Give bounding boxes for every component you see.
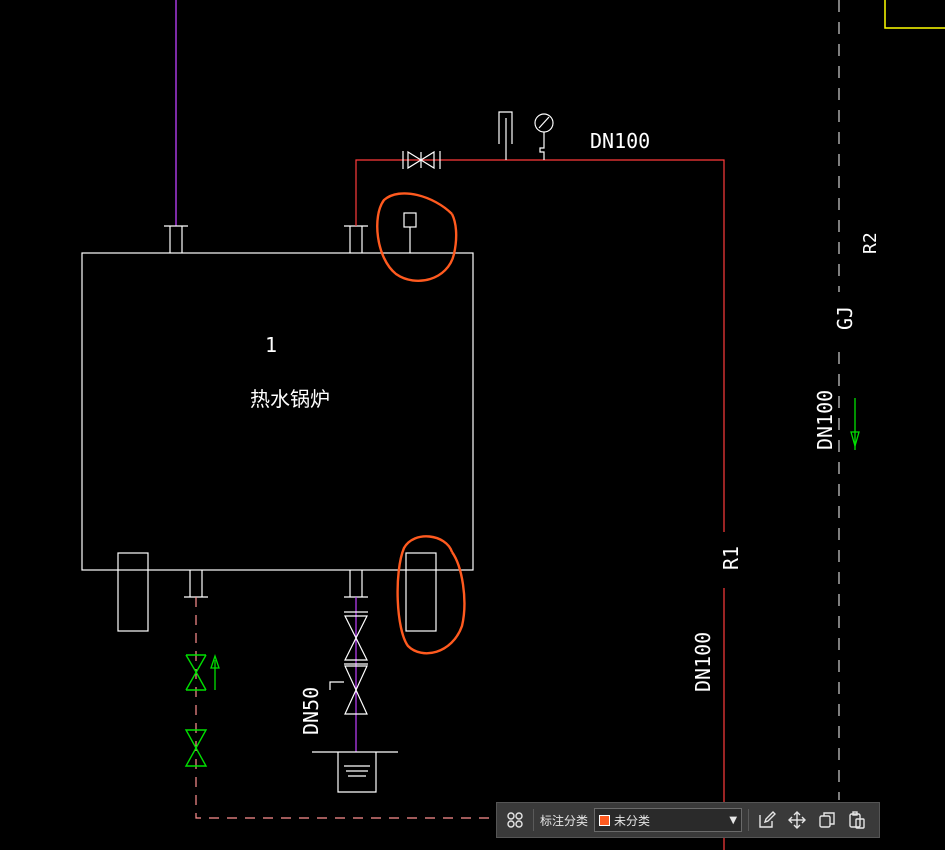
bottom-left-flange-nozzle bbox=[184, 570, 208, 598]
return-dashed-pipe bbox=[195, 597, 496, 819]
bottom-left-support bbox=[117, 552, 149, 632]
annotation-markup-circle-top[interactable] bbox=[376, 192, 458, 282]
boiler-body[interactable] bbox=[81, 252, 474, 571]
right-pipe-size-label: DN100 bbox=[691, 632, 715, 692]
thermometer-icon bbox=[498, 111, 513, 160]
drain-gate-valve-icon bbox=[344, 611, 368, 665]
flow-arrow-up-icon bbox=[210, 653, 220, 690]
category-select[interactable]: 未分类 ▼ bbox=[594, 808, 743, 832]
pipe-label-gap-r1 bbox=[714, 532, 734, 588]
red-supply-pipe bbox=[355, 159, 725, 850]
move-icon[interactable] bbox=[785, 808, 809, 832]
right-pipe-line-label: R1 bbox=[719, 546, 743, 570]
drain-pipe-size-label: DN50 bbox=[299, 687, 323, 735]
pipe-label-gap-gj bbox=[829, 292, 849, 342]
equipment-name: 热水锅炉 bbox=[250, 387, 330, 411]
toolbar-divider bbox=[748, 809, 750, 831]
category-label: 标注分类 bbox=[540, 813, 589, 828]
check-valve-icon bbox=[185, 654, 207, 691]
toolbar-divider bbox=[533, 809, 534, 831]
green-gate-valve-icon bbox=[184, 729, 208, 767]
annotation-markup-circle-bottom[interactable] bbox=[396, 535, 466, 655]
top-gate-valve-icon bbox=[402, 150, 441, 170]
far-right-line-label: GJ bbox=[833, 306, 857, 330]
flow-arrow-down-icon bbox=[850, 398, 860, 450]
copy-icon[interactable] bbox=[815, 808, 839, 832]
far-right-size-label: DN100 bbox=[813, 390, 837, 450]
grid-icon[interactable] bbox=[503, 808, 527, 832]
top-left-flange-nozzle bbox=[164, 225, 188, 253]
drain-globe-valve-icon bbox=[329, 665, 368, 715]
top-right-flange-nozzle bbox=[344, 225, 368, 253]
pressure-gauge-icon bbox=[534, 113, 554, 160]
edit-icon[interactable] bbox=[755, 808, 779, 832]
top-pipe-size-label: DN100 bbox=[590, 129, 650, 153]
bottom-right-support bbox=[405, 552, 437, 632]
chevron-down-icon: ▼ bbox=[729, 814, 738, 826]
drain-funnel-icon bbox=[312, 751, 398, 793]
level-instrument-icon bbox=[403, 212, 417, 253]
bottom-right-flange-nozzle bbox=[344, 570, 368, 598]
drawing-frame-corner bbox=[884, 0, 945, 29]
paste-icon[interactable] bbox=[845, 808, 869, 832]
far-right-code-label: R2 bbox=[860, 232, 881, 254]
equipment-number: 1 bbox=[265, 333, 277, 357]
category-color-swatch bbox=[599, 814, 611, 826]
category-select-value: 未分类 bbox=[614, 813, 651, 828]
annotation-toolbar: 标注分类 未分类 ▼ bbox=[496, 802, 880, 838]
